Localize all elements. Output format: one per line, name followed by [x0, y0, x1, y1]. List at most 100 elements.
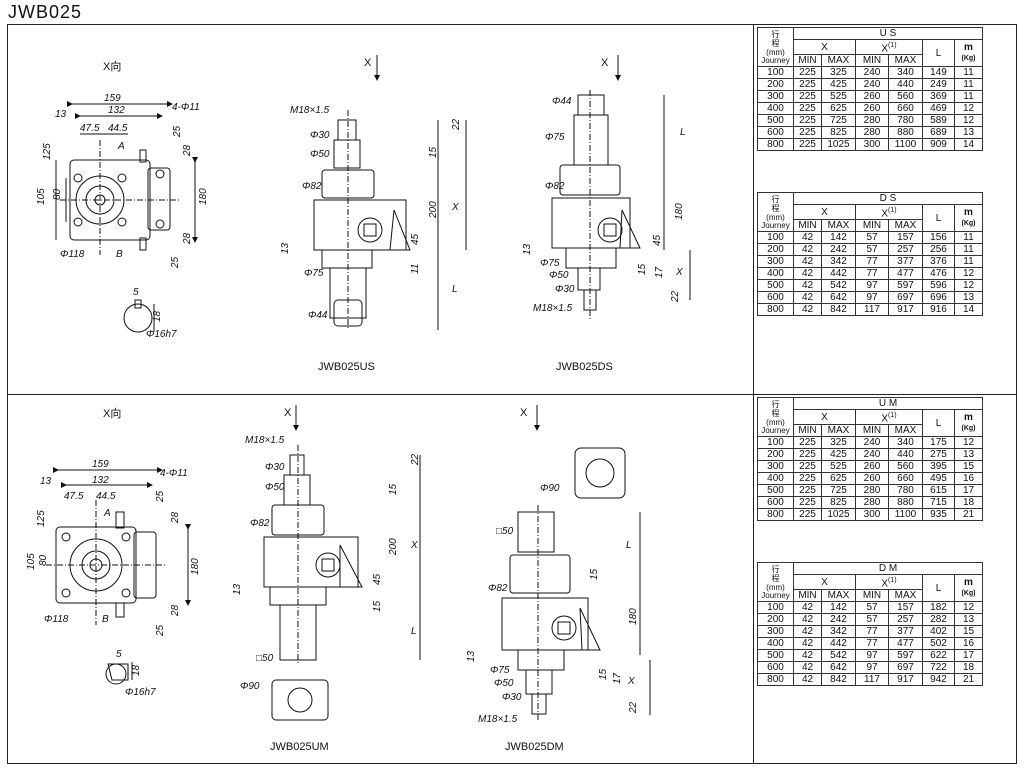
table-cell: 377 — [888, 255, 923, 269]
dm-22: 22 — [628, 701, 639, 714]
table-cell: 425 — [821, 78, 856, 92]
ds-15: 15 — [637, 263, 648, 275]
table-cell: 225 — [793, 496, 822, 510]
table-cell: 12 — [954, 102, 983, 116]
series-header: D S — [793, 192, 983, 205]
table-cell: 16 — [954, 472, 983, 486]
x-arrow-us: X — [364, 57, 372, 69]
table-cell: 525 — [821, 460, 856, 474]
stroke-header: 行 程 (mm)Journey — [757, 26, 794, 68]
table-cell: 77 — [855, 255, 889, 269]
table-cell: 77 — [855, 267, 889, 281]
um-22: 22 — [410, 453, 421, 466]
table-cell: 725 — [821, 114, 856, 128]
ds-l: L — [680, 127, 686, 138]
table-cell: 12 — [954, 436, 983, 450]
table-cell: 1025 — [821, 138, 856, 152]
table-cell: 200 — [757, 613, 794, 627]
table-cell: 18 — [954, 661, 983, 675]
table-cell: 97 — [855, 661, 889, 675]
table-cell: 16 — [954, 637, 983, 651]
table-cell: 42 — [793, 625, 822, 639]
table-cell: 200 — [757, 448, 794, 462]
table-cell: 182 — [922, 601, 955, 615]
table-cell: 12 — [954, 601, 983, 615]
table-cell: 642 — [821, 661, 856, 675]
dim-47-5: 47.5 — [80, 123, 100, 134]
b-key-18: 18 — [131, 664, 142, 676]
shaft-key-detail-top — [123, 299, 155, 333]
kg-unit: (Kg) — [961, 220, 976, 228]
table-cell: 502 — [922, 637, 955, 651]
table-cell: 825 — [821, 496, 856, 510]
table-cell: 300 — [757, 90, 794, 104]
table-cell: 42 — [793, 303, 822, 317]
table-cell: 21 — [954, 508, 983, 522]
b-dim-47-5: 47.5 — [64, 491, 84, 502]
x-arrow-dm: X — [520, 407, 528, 419]
us-l: L — [452, 284, 458, 295]
x1-footnote: (1) — [888, 207, 897, 214]
um-d30: Φ30 — [265, 462, 285, 473]
table-cell: 1025 — [821, 508, 856, 522]
l-header: L — [922, 203, 955, 233]
table-cell: 42 — [793, 661, 822, 675]
us-d44: Φ44 — [308, 310, 328, 321]
ds-d75: Φ75 — [545, 132, 565, 143]
table-cell: 117 — [855, 673, 889, 687]
x-header: X — [793, 38, 856, 56]
table-cell: 42 — [793, 279, 822, 293]
b-dim-132: 132 — [92, 475, 109, 486]
us-13: 13 — [280, 242, 291, 254]
um-200: 200 — [388, 538, 399, 556]
table-cell: 917 — [888, 303, 923, 317]
table-cell: 689 — [922, 126, 955, 140]
dim-159: 159 — [104, 93, 121, 104]
table-cell: 780 — [888, 484, 923, 498]
section-divider — [7, 394, 1017, 395]
b-dim-28-bottom: 28 — [170, 604, 181, 617]
dm-l: L — [626, 540, 632, 551]
series-header: U M — [793, 397, 983, 410]
b-shaft-16h7: Φ16h7 — [125, 687, 156, 698]
min-header: MIN — [793, 424, 822, 438]
table-cell: 13 — [954, 126, 983, 140]
table-cell: 13 — [954, 613, 983, 627]
dm-15-b: 15 — [598, 668, 609, 680]
dim-125: 125 — [42, 143, 53, 160]
table-cell: 377 — [888, 625, 923, 639]
dim-28-top: 28 — [182, 144, 193, 157]
table-cell: 342 — [821, 255, 856, 269]
table-cell: 697 — [888, 661, 923, 675]
table-cell: 12 — [954, 267, 983, 281]
um-d90: Φ90 — [240, 681, 260, 692]
table-cell: 149 — [922, 66, 955, 80]
table-cell: 157 — [888, 601, 923, 615]
table-cell: 469 — [922, 102, 955, 116]
table-cell: 100 — [757, 66, 794, 80]
table-cell: 57 — [855, 243, 889, 257]
table-cell: 42 — [793, 601, 822, 615]
table-cell: 225 — [793, 126, 822, 140]
table-cell: 697 — [888, 291, 923, 305]
max-header: MAX — [888, 54, 923, 68]
table-cell: 800 — [757, 303, 794, 317]
plan-view-top — [55, 101, 198, 255]
table-cell: 260 — [855, 102, 889, 116]
min-header: MIN — [793, 54, 822, 68]
table-cell: 14 — [954, 303, 983, 317]
table-cell: 12 — [954, 114, 983, 128]
table-cell: 242 — [821, 243, 856, 257]
stroke-label: 行 程 (mm) — [766, 29, 785, 57]
x1-footnote: (1) — [888, 577, 897, 584]
b-label-a: A — [103, 508, 111, 519]
x-header: X — [793, 573, 856, 591]
